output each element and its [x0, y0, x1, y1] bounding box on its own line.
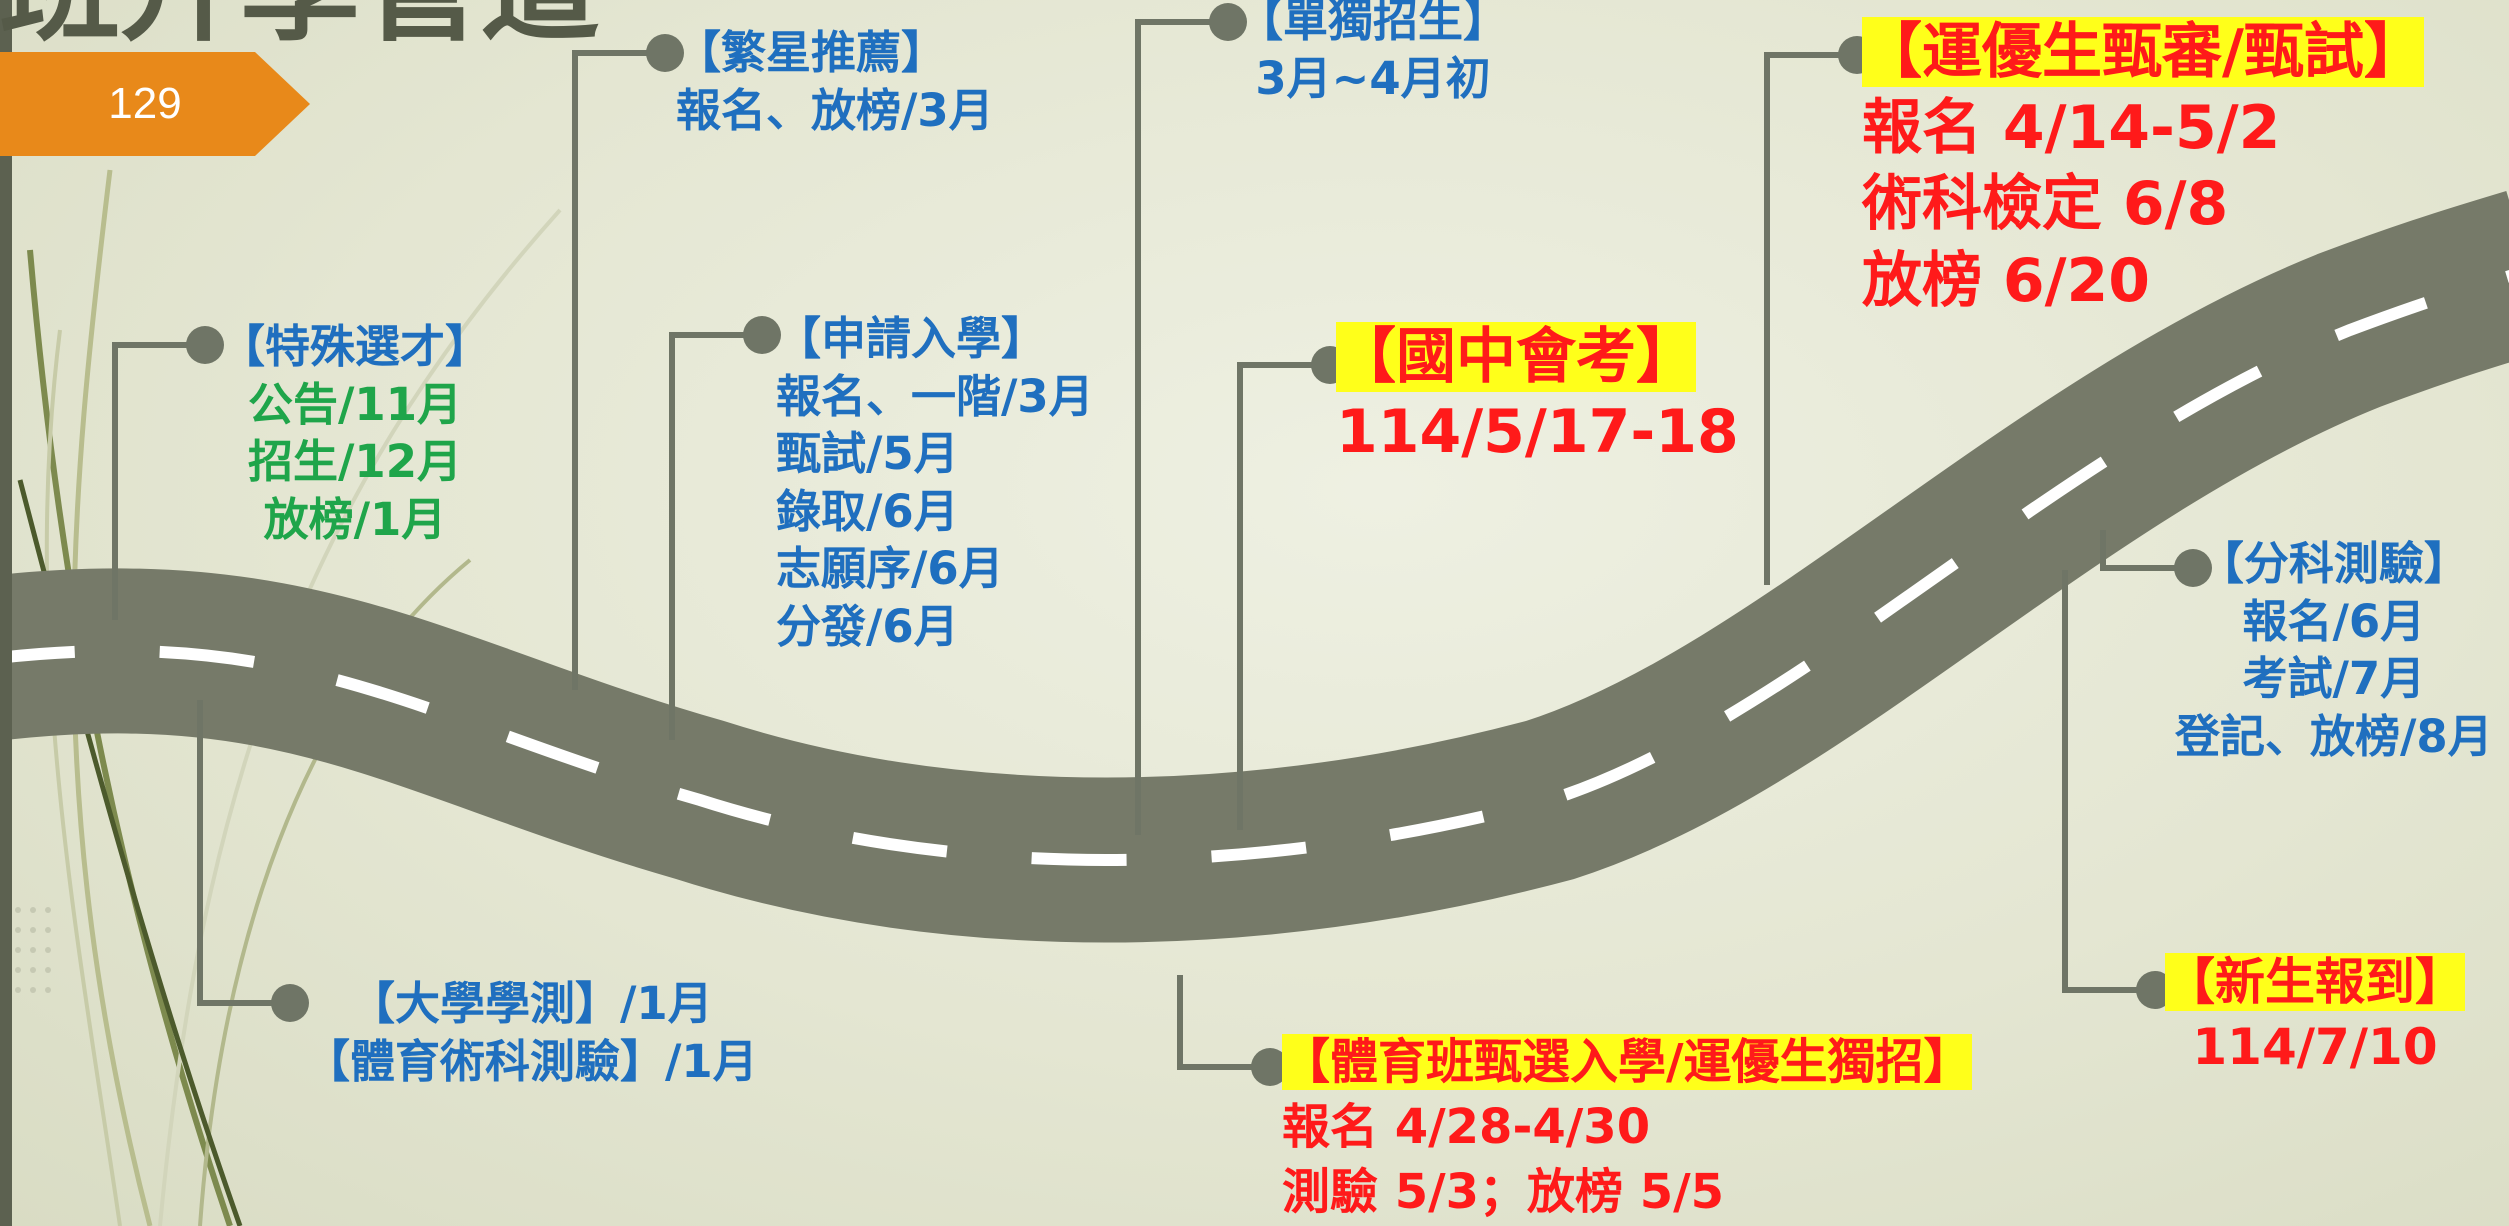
special-talent-line: 放榜/1月: [263, 492, 447, 546]
athlete-screening-line: 放榜 6/20: [1862, 245, 2151, 316]
milestone-dot: [186, 326, 224, 364]
connector-junior-exam: [1237, 362, 1330, 830]
page-number: 129: [108, 79, 182, 128]
independent-enroll-title: 【單獨招生】: [1238, 0, 1509, 47]
junior-exam-date: 114/5/17-18: [1336, 397, 1739, 467]
apply-admission-line: 分發/6月: [776, 599, 959, 653]
connector-freshman-report: [2062, 570, 2155, 993]
slide-title: 班升學管道: [0, 0, 600, 64]
apply-admission-line: 甄試/5月: [776, 427, 959, 481]
apply-admission-title: 【申請入學】: [776, 312, 1047, 365]
sports-class-label: 【體育班甄選入學/運優生獨招】 報名 4/28-4/30 測驗 5/3；放榜 5…: [1282, 1030, 1972, 1224]
independent-enroll-line: 3月~4月初: [1255, 51, 1491, 105]
apply-admission-line: 報名、一階/3月: [776, 369, 1094, 423]
athlete-screening-line: 術科檢定 6/8: [1862, 169, 2229, 240]
apply-admission-label: 【申請入學】 報名、一階/3月 甄試/5月 錄取/6月 志願序/6月 分發/6月: [776, 310, 1094, 656]
star-recommend-title: 【繁星推薦】: [676, 26, 947, 79]
milestone-dot: [2136, 971, 2174, 1009]
milestone-dot: [1209, 3, 1247, 41]
connector-apply-admission: [669, 332, 762, 740]
apply-admission-line: 志願序/6月: [776, 542, 1004, 596]
special-talent-line: 公告/11月: [247, 377, 463, 431]
page-number-tag: [0, 52, 310, 156]
special-talent-label: 【特殊選才】 公告/11月 招生/12月 放榜/1月: [220, 318, 490, 548]
left-accent-bar: [0, 0, 12, 1226]
milestone-dot: [646, 34, 684, 72]
sports-skill-test-line: 【體育術科測驗】/1月: [305, 1034, 758, 1088]
connector-gsat: [197, 700, 290, 1006]
athlete-screening-line: 報名 4/14-5/2: [1862, 93, 2281, 164]
sports-class-line: 測驗 5/3；放榜 5/5: [1282, 1163, 1725, 1220]
subject-test-title: 【分科測驗】: [2198, 537, 2469, 590]
apply-admission-line: 錄取/6月: [776, 484, 959, 538]
freshman-report-date: 114/7/10: [2192, 1018, 2438, 1076]
independent-enroll-label: 【單獨招生】 3月~4月初: [1238, 0, 1508, 107]
special-talent-line: 招生/12月: [247, 435, 463, 489]
junior-exam-title: 【國中會考】: [1336, 322, 1696, 392]
milestone-dot: [271, 984, 309, 1022]
freshman-report-label: 【新生報到】 114/7/10: [2165, 950, 2465, 1080]
connector-sports-class: [1177, 975, 1270, 1070]
milestone-dot: [1251, 1048, 1289, 1086]
freshman-report-title: 【新生報到】: [2165, 953, 2465, 1011]
connector-special-talent: [112, 342, 205, 620]
connector-star-recommend: [572, 50, 665, 690]
sports-class-line: 報名 4/28-4/30: [1282, 1098, 1651, 1155]
subject-test-line: 報名/6月: [2242, 594, 2426, 648]
subject-test-label: 【分科測驗】 報名/6月 考試/7月 登記、放榜/8月: [2175, 535, 2493, 765]
milestone-dot: [743, 316, 781, 354]
milestone-dot: [2174, 549, 2212, 587]
junior-exam-label: 【國中會考】 114/5/17-18: [1336, 320, 1739, 470]
gsat-line: 【大學學測】/1月: [350, 977, 713, 1030]
gsat-label: 【大學學測】/1月 【體育術科測驗】/1月: [305, 975, 758, 1090]
star-recommend-label: 【繁星推薦】 報名、放榜/3月: [676, 24, 994, 139]
subject-test-line: 考試/7月: [2242, 652, 2426, 706]
connector-athlete-screening: [1764, 52, 1857, 585]
athlete-screening-label: 【運優生甄審/甄試】 報名 4/14-5/2 術科檢定 6/8 放榜 6/20: [1862, 14, 2424, 319]
athlete-screening-title: 【運優生甄審/甄試】: [1862, 17, 2424, 87]
connector-subject-test: [2100, 530, 2193, 571]
subject-test-line: 登記、放榜/8月: [2175, 709, 2493, 763]
special-talent-title: 【特殊選才】: [220, 320, 491, 373]
road: [0, 190, 2509, 943]
sports-class-title: 【體育班甄選入學/運優生獨招】: [1282, 1034, 1972, 1090]
star-recommend-line: 報名、放榜/3月: [676, 83, 994, 137]
connector-independent-enroll: [1135, 19, 1228, 835]
